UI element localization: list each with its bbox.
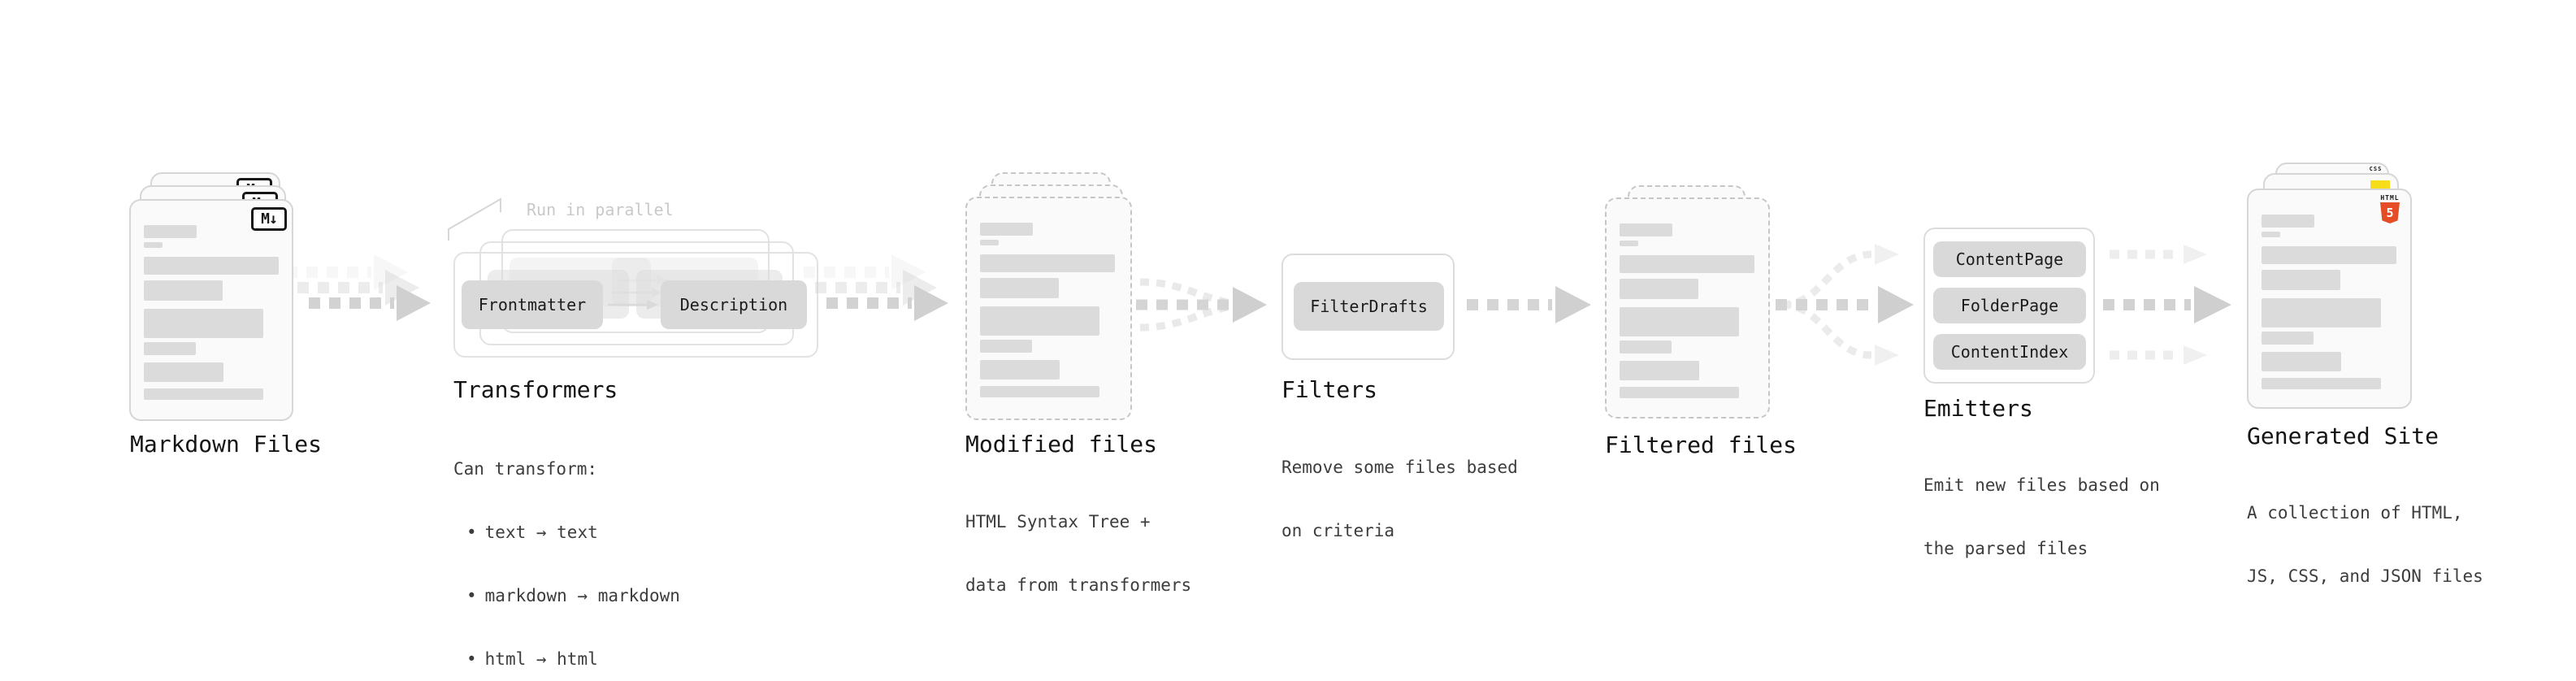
transform-bullet: • html → html — [453, 648, 680, 670]
transform-bullet: • text → text — [453, 522, 680, 543]
skeleton-line — [2262, 270, 2340, 290]
skeleton-line — [1620, 223, 1672, 236]
subtext-line: the parsed files — [1923, 539, 2088, 558]
transformer-layer-box-front — [453, 252, 818, 358]
subtext-line: JS, CSS, and JSON files — [2247, 566, 2483, 586]
skeleton-line — [2262, 352, 2341, 371]
skeleton-line — [144, 280, 223, 301]
generated-site-subtext: A collection of HTML, JS, CSS, and JSON … — [2247, 460, 2483, 629]
skeleton-line — [980, 254, 1115, 272]
stage-label-filters: Filters — [1281, 376, 1378, 403]
transformers-description: Can transform: • text → text • markdown → … — [453, 416, 680, 681]
skeleton-line — [980, 223, 1033, 236]
skeleton-line — [2262, 378, 2381, 389]
bullet-icon: • — [466, 649, 477, 669]
skeleton-line — [2262, 332, 2314, 345]
skeleton-line — [2262, 246, 2396, 264]
flow-arrow-filters-to-filtered — [1467, 286, 1591, 323]
stage-label-modified-files: Modified files — [965, 431, 1158, 458]
skeleton-line — [980, 340, 1032, 353]
skeleton-line — [2262, 215, 2314, 228]
modified-file-card-front — [965, 197, 1132, 420]
mini-arrow-icon — [608, 300, 658, 310]
skeleton-line — [144, 362, 223, 382]
stage-label-filtered-files: Filtered files — [1605, 432, 1798, 458]
skeleton-line — [1620, 340, 1672, 354]
skeleton-line — [144, 225, 197, 238]
bullet-icon: • — [466, 523, 477, 542]
emitter-pill-folderpage: FolderPage — [1933, 288, 2086, 323]
emitters-subtext: Emit new files based on the parsed files — [1923, 432, 2160, 601]
flow-arrow-modified-to-filters — [1136, 278, 1267, 332]
skeleton-line — [980, 360, 1060, 380]
filters-subtext: Remove some files based on criteria — [1281, 414, 1518, 583]
subtext-line: data from transformers — [965, 575, 1192, 595]
filter-pill-filterdrafts: FilterDrafts — [1294, 282, 1444, 331]
skeleton-line — [144, 388, 263, 400]
skeleton-line — [980, 278, 1059, 298]
css-icon-label: CSS — [2369, 166, 2383, 172]
stage-label-generated-site: Generated Site — [2247, 423, 2439, 449]
transformer-pill-frontmatter: Frontmatter — [462, 280, 603, 329]
transformer-pill-description: Description — [661, 280, 807, 329]
note-leader-line — [448, 197, 501, 241]
skeleton-line — [144, 257, 279, 275]
flow-arrow-markdown-to-transformers — [286, 254, 431, 321]
skeleton-line — [144, 242, 163, 248]
emitters-box — [1923, 228, 2095, 384]
skeleton-line — [144, 342, 196, 355]
stage-label-markdown-files: Markdown Files — [130, 431, 323, 458]
flow-arrow-emitters-to-site — [2103, 245, 2231, 365]
stage-label-emitters: Emitters — [1923, 395, 2033, 422]
markdown-file-card-front: M↓ — [129, 199, 293, 421]
run-in-parallel-note: Run in parallel — [527, 200, 674, 219]
subtext-line: Emit new files based on — [1923, 475, 2160, 495]
skeleton-line — [1620, 241, 1638, 246]
transform-bullet: • markdown → markdown — [453, 585, 680, 606]
skeleton-line — [144, 309, 263, 338]
modified-files-subtext: HTML Syntax Tree + data from transformer… — [965, 469, 1191, 638]
bullet-text: text → text — [484, 523, 598, 542]
html5-icon: HTML 5 — [2379, 195, 2400, 223]
emitter-pill-contentpage: ContentPage — [1933, 241, 2086, 277]
stage-label-transformers: Transformers — [453, 376, 618, 403]
transformers-desc-title: Can transform: — [453, 459, 598, 479]
skeleton-line — [1620, 387, 1739, 398]
flow-arrow-transformers-to-modified — [804, 254, 948, 321]
skeleton-line — [2262, 298, 2381, 327]
skeleton-line — [1620, 361, 1699, 380]
skeleton-line — [980, 240, 999, 245]
js-icon — [2370, 180, 2390, 189]
skeleton-line — [1620, 307, 1739, 336]
html5-icon-title: HTML — [2380, 194, 2400, 202]
skeleton-line — [2262, 232, 2280, 237]
emitter-pill-contentindex: ContentIndex — [1933, 334, 2086, 370]
skeleton-line — [1620, 279, 1698, 299]
subtext-line: HTML Syntax Tree + — [965, 512, 1151, 531]
subtext-line: A collection of HTML, — [2247, 503, 2463, 523]
filters-box — [1281, 254, 1455, 360]
mini-arrow-icon — [613, 288, 663, 297]
bullet-text: markdown → markdown — [484, 586, 680, 605]
skeleton-line — [1620, 255, 1754, 273]
subtext-line: on criteria — [1281, 521, 1395, 540]
mini-arrow-icon — [618, 275, 668, 285]
subtext-line: Remove some files based — [1281, 458, 1518, 477]
skeleton-line — [980, 306, 1099, 336]
filtered-file-card-front — [1605, 197, 1770, 419]
flow-arrow-filtered-to-emitters — [1776, 244, 1914, 366]
skeleton-line — [980, 386, 1099, 397]
bullet-text: html → html — [484, 649, 598, 669]
markdown-icon: M↓ — [251, 207, 287, 231]
site-file-card-html: HTML 5 — [2247, 189, 2412, 409]
html5-icon-shield: 5 — [2380, 202, 2400, 223]
bullet-icon: • — [466, 586, 477, 605]
